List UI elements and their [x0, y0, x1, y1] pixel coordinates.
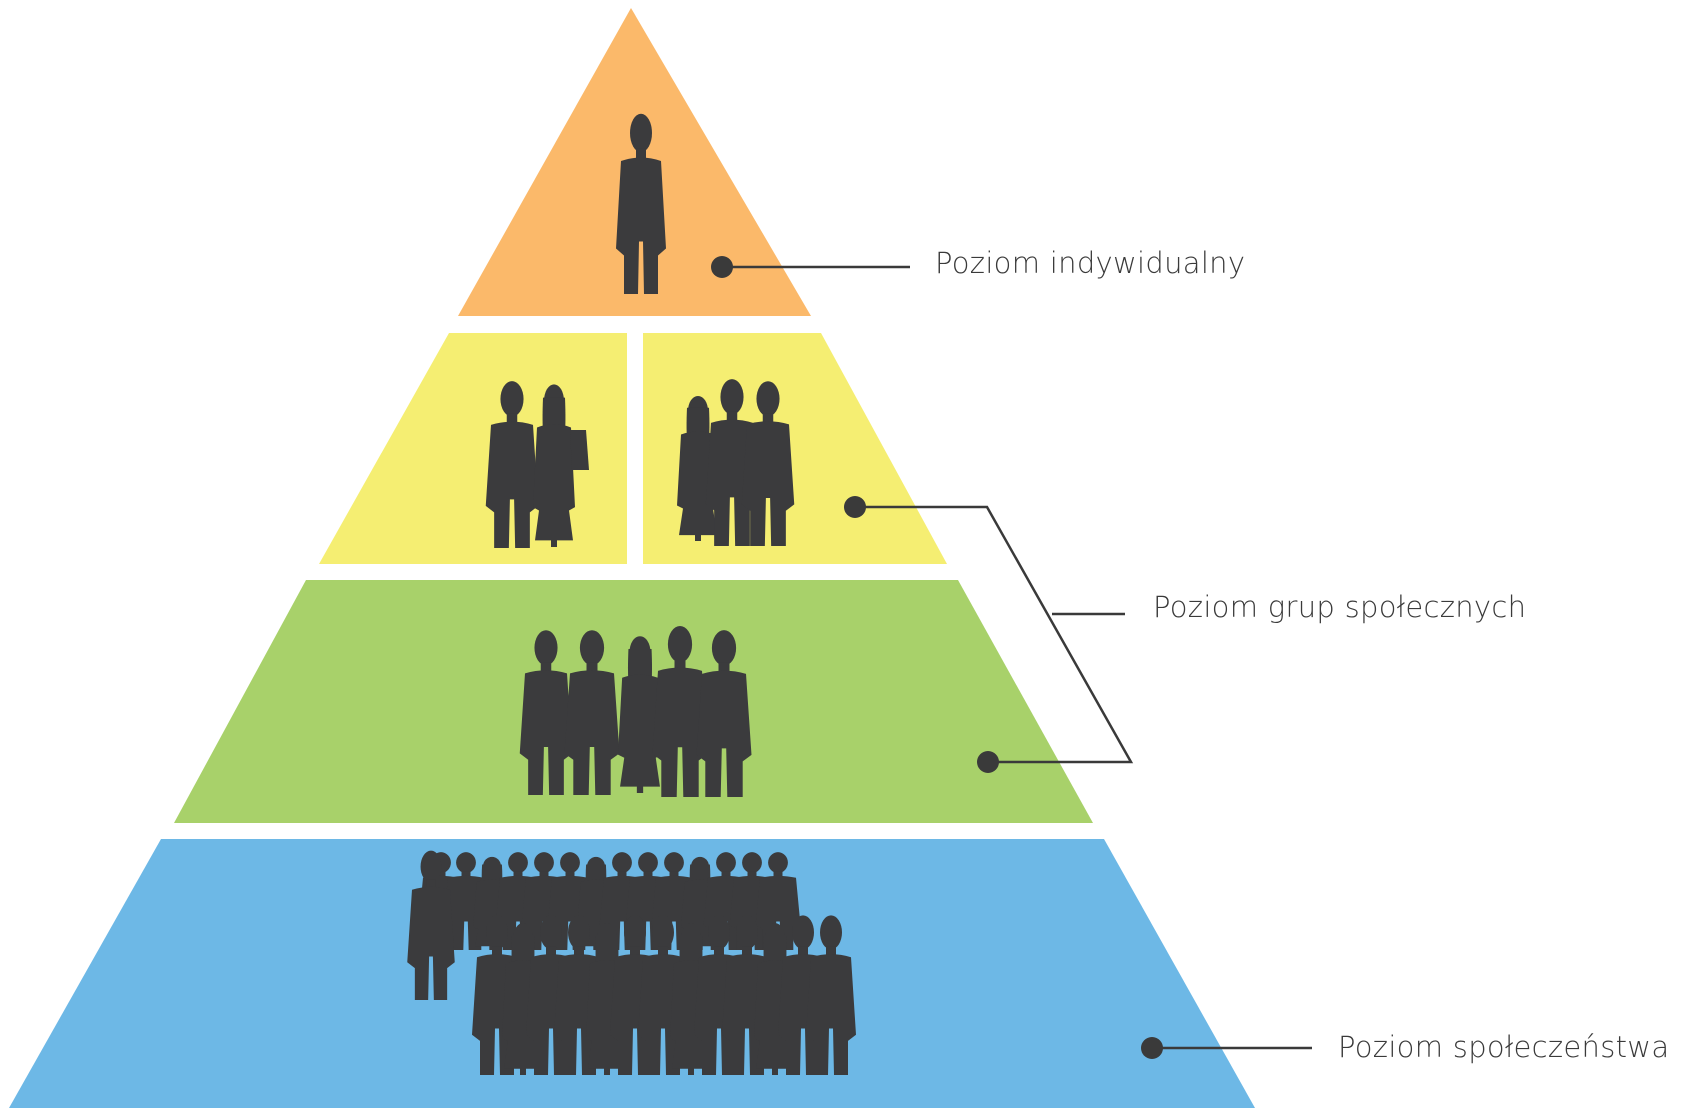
- group-silhouette-icon: [519, 626, 752, 797]
- connector-dots: [711, 256, 1163, 1059]
- label-individual-level: Poziom indywidualny: [935, 246, 1246, 280]
- family-silhouette-icon: [677, 379, 795, 546]
- label-groups-level: Poziom grup społecznych: [1153, 590, 1527, 624]
- connector-lines: [722, 265, 1312, 1050]
- couple-silhouette-icon: [485, 381, 589, 548]
- label-society-level: Poziom społeczeństwa: [1338, 1030, 1670, 1064]
